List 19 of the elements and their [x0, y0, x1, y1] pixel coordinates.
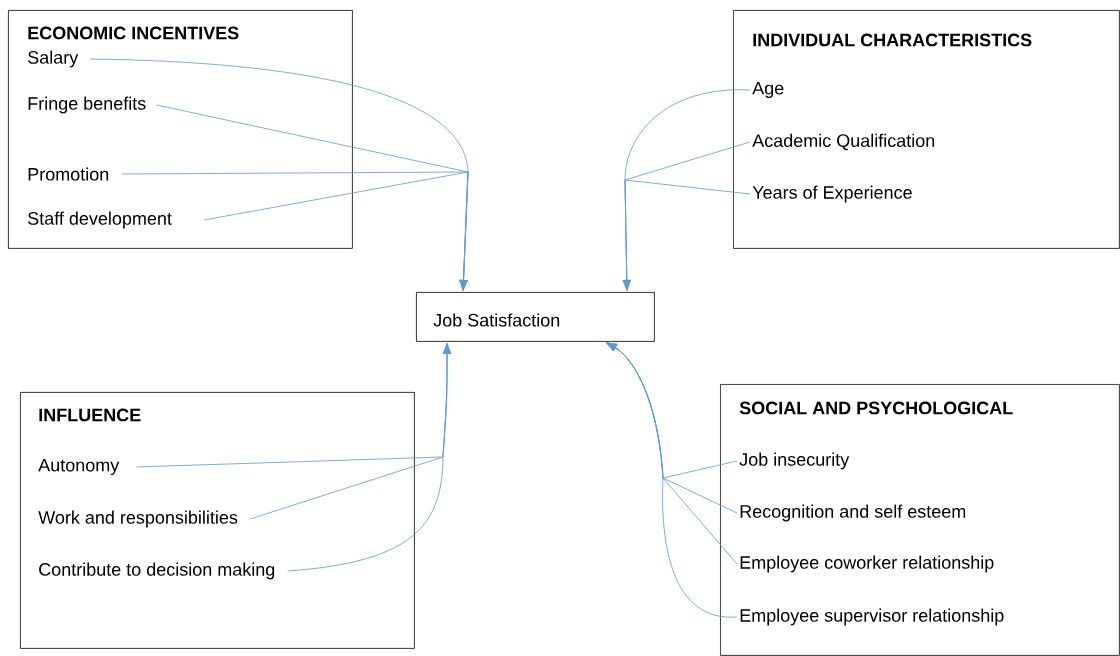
- factor-text: Employee coworker relationship: [740, 555, 994, 573]
- factor-text: Promotion: [28, 167, 109, 181]
- factor-text: Age: [752, 81, 784, 99]
- arrow: [203, 171, 469, 291]
- factor-text: Job insecurity: [739, 452, 850, 470]
- factor-text: Academic Qualification: [752, 133, 935, 151]
- factor-text: Recognition and self esteem: [740, 504, 966, 522]
- factor-text: Years of Experience: [752, 185, 912, 203]
- factor-text: Fringe benefits: [28, 96, 146, 114]
- arrow: [287, 343, 452, 572]
- factor-text: Work and responsibilities: [38, 510, 238, 528]
- factor-text: Autonomy: [38, 458, 120, 476]
- arrow: [622, 179, 751, 291]
- factor-text: Salary: [28, 50, 79, 68]
- factor-text: Staff development: [28, 211, 172, 229]
- arrow: [606, 342, 738, 618]
- factor-text: Employee supervisor relationship: [740, 608, 1004, 626]
- factor-text: Contribute to decision making: [39, 562, 275, 580]
- outcome-box: Job Satisfaction: [416, 292, 655, 342]
